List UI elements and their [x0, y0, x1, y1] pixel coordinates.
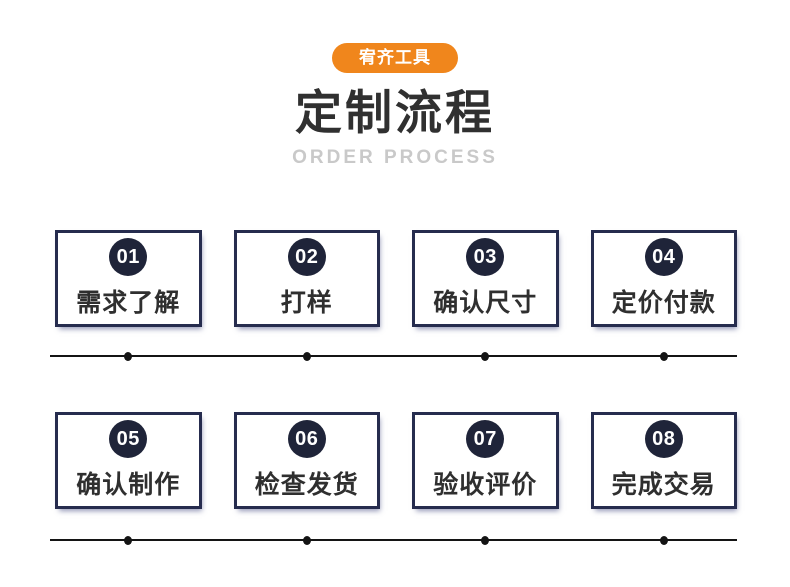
- timeline-dot-cell: [234, 351, 381, 361]
- timeline-dots: [55, 535, 737, 545]
- timeline-dot-cell: [234, 535, 381, 545]
- step-label: 确认制作: [76, 471, 181, 499]
- step-number-badge: 05: [109, 420, 148, 458]
- step-label: 验收评价: [433, 471, 538, 499]
- step-number-badge: 08: [644, 420, 683, 458]
- page-subtitle: ORDER PROCESS: [292, 147, 498, 168]
- timeline-dot-cell: [55, 351, 202, 361]
- timeline-dot: [124, 535, 133, 545]
- timeline-dot-cell: [412, 351, 559, 361]
- timeline-dot: [302, 351, 311, 361]
- step-card-04: 04 定价付款: [590, 230, 737, 327]
- timeline-dot: [659, 351, 668, 361]
- steps-row-2: 05 确认制作 06 检查发货 07 验收评价 08 完成交易: [55, 412, 737, 509]
- step-number-badge: 06: [287, 420, 326, 458]
- step-number-badge: 01: [109, 238, 148, 276]
- step-card-07: 07 验收评价: [412, 412, 559, 509]
- timeline-dot-cell: [412, 535, 559, 545]
- step-card-06: 06 检查发货: [233, 412, 380, 509]
- step-label: 需求了解: [76, 289, 181, 317]
- timeline-row-2: [50, 535, 737, 545]
- step-number-badge: 02: [287, 238, 326, 276]
- brand-badge-label: 宥齐工具: [359, 48, 431, 67]
- step-number-badge: 04: [644, 238, 683, 276]
- step-card-05: 05 确认制作: [55, 412, 202, 509]
- timeline-dots: [55, 351, 737, 361]
- step-card-03: 03 确认尺寸: [412, 230, 559, 327]
- step-number-badge: 03: [466, 238, 505, 276]
- step-label: 确认尺寸: [433, 289, 538, 317]
- timeline-dot-cell: [55, 535, 202, 545]
- step-label: 检查发货: [254, 471, 359, 499]
- brand-badge: 宥齐工具: [332, 43, 458, 73]
- timeline-dot: [481, 351, 490, 361]
- timeline-row-1: [50, 351, 737, 361]
- timeline-line: [50, 539, 737, 541]
- step-card-02: 02 打样: [233, 230, 380, 327]
- steps-row-1: 01 需求了解 02 打样 03 确认尺寸 04 定价付款: [55, 230, 737, 327]
- step-number-badge: 07: [466, 420, 505, 458]
- timeline-dot: [302, 535, 311, 545]
- page-title: 定制流程: [295, 86, 495, 139]
- step-label: 完成交易: [611, 471, 716, 499]
- timeline-dot-cell: [591, 351, 738, 361]
- step-card-08: 08 完成交易: [590, 412, 737, 509]
- step-card-01: 01 需求了解: [55, 230, 202, 327]
- timeline-dot: [659, 535, 668, 545]
- step-label: 定价付款: [611, 289, 716, 317]
- timeline-line: [50, 355, 737, 357]
- timeline-dot: [124, 351, 133, 361]
- timeline-dot: [481, 535, 490, 545]
- step-label: 打样: [280, 289, 333, 317]
- timeline-dot-cell: [591, 535, 738, 545]
